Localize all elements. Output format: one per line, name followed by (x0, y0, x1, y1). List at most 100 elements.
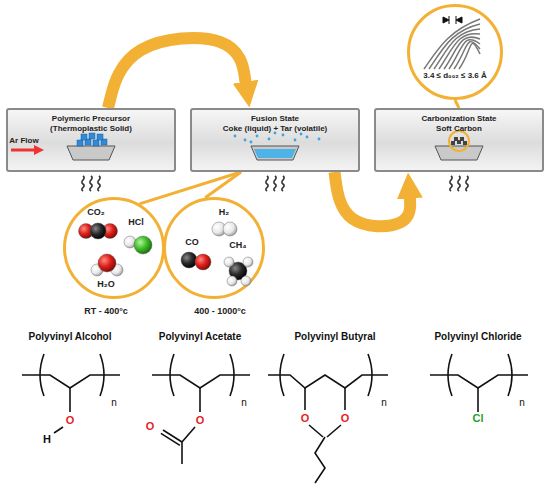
tar-vapour (300, 133, 303, 136)
furnace-tube: Fusion StateCoke (liquid) + Tar (volatil… (190, 108, 360, 172)
molecule-formula: HCl (128, 217, 144, 228)
crucible-boat (67, 146, 115, 160)
atom-sphere (98, 254, 116, 272)
tar-vapour (250, 141, 253, 144)
heat-symbol (82, 176, 468, 191)
atom-sphere (223, 222, 237, 236)
soft-carbon (454, 137, 458, 141)
polyvinyl-acetate-structure (152, 354, 250, 412)
stage-title: Fusion State (192, 110, 358, 124)
precursor-pellet (81, 134, 87, 140)
tar-vapour (244, 139, 247, 142)
polyvinyl-butyral-structure (304, 388, 306, 410)
tar-vapour (318, 138, 321, 141)
crucible-boat (251, 146, 299, 160)
flow-label: Ar Flow (9, 137, 38, 146)
atom-sphere (227, 276, 237, 286)
node-art (410, 7, 500, 97)
repeat-index: n (381, 397, 387, 408)
polyvinyl-butyral-structure (309, 425, 323, 437)
process-arrow (108, 38, 246, 108)
tar-vapour (256, 135, 259, 138)
graphene-layer (449, 40, 480, 69)
interlayer-spacing-mark (443, 16, 462, 24)
atom-sphere (134, 236, 152, 254)
soft-carbon (460, 137, 464, 141)
crucible-boat (435, 146, 483, 160)
tar-vapour (294, 139, 297, 142)
gas-flow-arrow (11, 149, 34, 152)
precursor-pellet (97, 134, 103, 140)
tar-vapour (306, 136, 309, 139)
tar-vapour (268, 138, 271, 141)
polyvinyl-alcohol-structure (22, 354, 120, 412)
graphene-layer (459, 43, 480, 69)
repeat-index: n (519, 397, 525, 408)
repeat-index: n (111, 397, 117, 408)
atom-sphere (241, 276, 251, 286)
polymer-name: Polyvinyl Acetate (159, 331, 241, 342)
graphene-layer (454, 42, 480, 69)
heat-symbol (82, 176, 100, 191)
node-art (166, 200, 262, 296)
polyvinyl-alcohol-structure (22, 354, 120, 433)
atom-label: O (341, 412, 350, 424)
polyvinyl-butyral-structure (268, 354, 388, 483)
atom-label: O (301, 412, 310, 424)
furnace-tube: Carbonization StateSoft Carbon (374, 108, 544, 172)
atom-sphere (224, 257, 234, 267)
tar-vapour (234, 135, 237, 138)
polyvinyl-butyral-structure (327, 425, 341, 437)
polyvinyl-acetate-structure (182, 427, 195, 442)
graphene-layer (439, 34, 480, 69)
polyvinyl-acetate-structure (181, 442, 183, 464)
polyvinyl-butyral-structure (268, 375, 388, 388)
zoom-circle: 3.4 ≤ d₀₀₂ ≤ 3.6 Å (407, 4, 503, 100)
molecule-formula: CO₂ (87, 207, 105, 218)
precursor-pellet (93, 140, 99, 146)
polyvinyl-acetate-structure (161, 433, 180, 445)
molecule-formula: CH₄ (229, 240, 246, 251)
heat-symbol (266, 176, 284, 191)
atom-sphere (195, 254, 211, 270)
stage-title: Carbonization State (376, 110, 542, 124)
zoom-leader (455, 100, 459, 108)
repeat-index: n (241, 397, 247, 408)
atom-label: O (196, 414, 205, 426)
graphene-layer (444, 37, 480, 69)
polyvinyl-butyral-structure (344, 388, 346, 410)
atom-label: O (66, 414, 75, 426)
polyvinyl-chloride-structure (430, 354, 528, 412)
gas-circle: H₂COCH₄ (163, 197, 265, 299)
tar-vapour (282, 134, 285, 137)
soft-carbon (463, 141, 467, 145)
heat-symbol (450, 176, 468, 191)
gas-circle: CO₂HClH₂O (63, 197, 165, 299)
molecule-formula: H₂ (219, 207, 230, 218)
temperature-range: 400 - 1000°c (194, 307, 246, 317)
soft-carbon (451, 141, 455, 145)
polyvinyl-alcohol-structure (54, 427, 63, 433)
atom-sphere (90, 223, 106, 239)
polyvinyl-butyral-structure (280, 354, 284, 396)
polyvinyl-chloride-structure (430, 354, 528, 412)
stage-subtitle: (Thermoplastic Solid) (8, 124, 174, 134)
gas-flow-arrow (34, 145, 44, 155)
zoom-marker (449, 131, 469, 151)
polymer-name: Polyvinyl Chloride (434, 331, 521, 342)
atom-sphere (243, 257, 253, 267)
graphene-layer (424, 19, 480, 69)
precursor-pellet (77, 140, 83, 146)
stage-title: Polymeric Precursor (8, 110, 174, 124)
polymer-name: Polyvinyl Butyral (294, 331, 375, 342)
molten-coke (254, 149, 296, 158)
polyvinyl-butyral-structure (368, 354, 372, 396)
graphene-layer (429, 24, 480, 69)
atom-label: O (146, 420, 155, 432)
stage-subtitle: Coke (liquid) + Tar (volatile) (192, 124, 358, 134)
atom-sphere (181, 252, 197, 268)
polyvinyl-acetate-structure (152, 354, 250, 464)
zoom-leader (205, 172, 241, 198)
